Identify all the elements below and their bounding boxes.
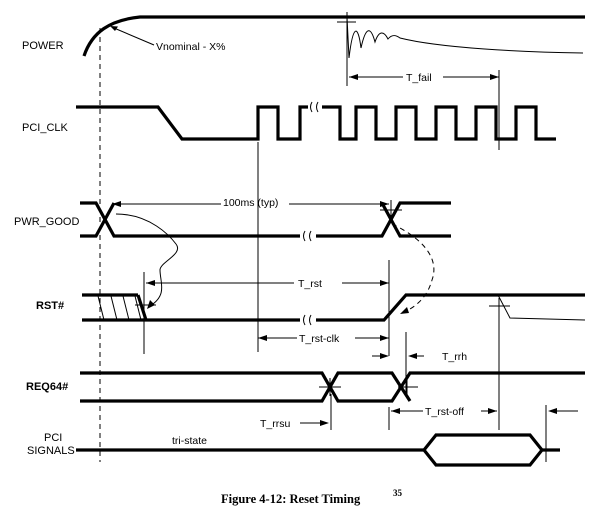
t-rst-clk-label: T_rst-clk [299,333,340,345]
rst-waveform [82,272,586,354]
t-rst-dimension: T_rst [146,276,389,290]
pci-signals-waveform: tri-state [76,405,578,467]
vnominal-callout: Vnominal - X% [110,26,225,53]
t-rst-off-label: T_rst-off [425,406,464,418]
req64-label: REQ64# [26,381,68,393]
t-fail-dimension: T_fail [349,70,500,150]
t-rrh-dimension: T_rrh [372,332,467,395]
pwr-good-to-rst-causal-curve [115,213,179,307]
pwr-good-to-rst-dashed-curve [391,223,435,313]
pwr-good-waveform [80,200,451,242]
req64-waveform [80,371,585,403]
pci-clk-label: PCI_CLK [22,122,69,134]
t-rst-off-dimension: T_rst-off [388,314,500,430]
100ms-dimension: 100ms (typ) [112,196,389,209]
t-rst-label: T_rst [298,278,322,290]
figure-caption: Figure 4-12: Reset Timing 35 [221,488,403,506]
t-rst-clk-dimension: T_rst-clk [257,142,390,356]
t-rrsu-label: T_rrsu [260,418,290,430]
pci-signals-label-line1: PCI [44,432,62,444]
caption-text: Figure 4-12: Reset Timing [221,492,361,506]
rst-label: RST# [36,300,64,312]
100ms-label: 100ms (typ) [223,197,278,209]
power-waveform [82,12,585,86]
caption-superscript: 35 [393,488,403,498]
tri-state-label: tri-state [172,435,207,447]
pci-signals-label-line2: SIGNALS [27,445,75,457]
power-label: POWER [22,40,64,52]
pwr-good-label: PWR_GOOD [14,216,79,228]
t-rrsu-dimension: T_rrsu [260,394,332,430]
t-fail-label: T_fail [406,72,432,84]
t-rrh-label: T_rrh [442,351,467,363]
pci-clk-waveform [76,101,556,141]
vnominal-label: Vnominal - X% [156,41,225,53]
